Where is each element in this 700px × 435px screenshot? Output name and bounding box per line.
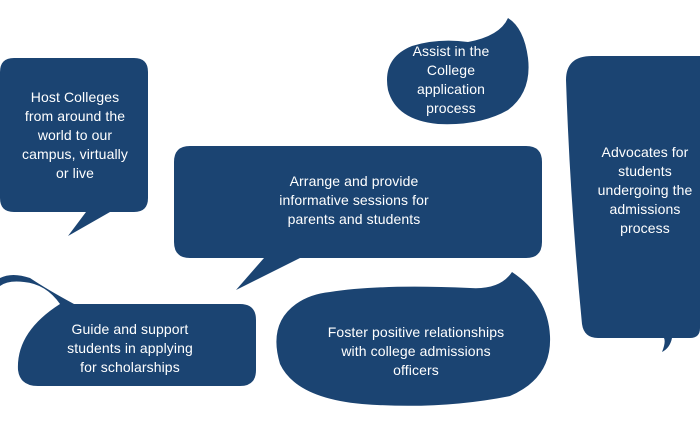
bubble-arrange-text: Arrange and provide informative sessions… [279, 172, 429, 227]
bubble-advocates-shape [566, 56, 700, 352]
bubble-host-text: Host Colleges from around the world to o… [22, 88, 128, 181]
bubble-guide-shape [0, 275, 256, 386]
bubble-assist-text: Assist in the College application proces… [412, 43, 490, 116]
bubble-advocates-text: Advocates for students undergoing the ad… [597, 143, 693, 236]
bubble-host-shape [0, 58, 148, 236]
bubble-foster-text: Foster positive relationships with colle… [327, 323, 505, 378]
bubble-foster-shape [276, 272, 551, 406]
bubble-arrange-shape [174, 146, 542, 290]
bubble-guide-text: Guide and support students in applying f… [67, 320, 193, 375]
bubble-assist-shape [387, 18, 529, 125]
